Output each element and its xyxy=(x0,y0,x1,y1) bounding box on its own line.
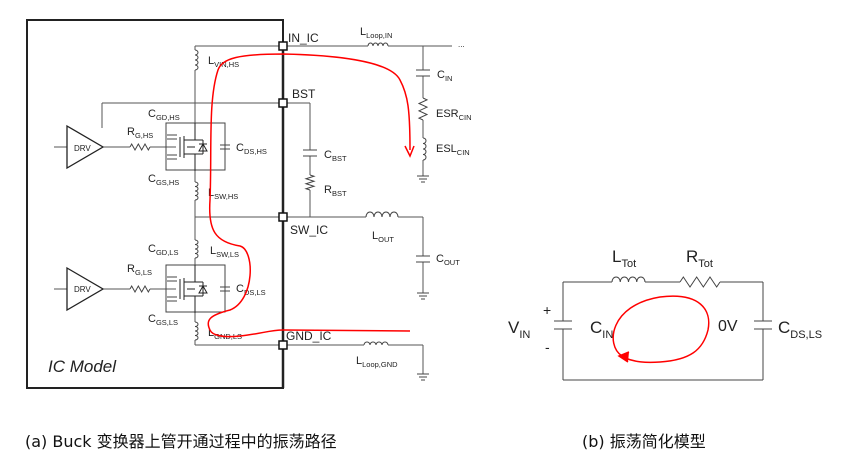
label-c-gs-ls: CGS,LS xyxy=(148,313,178,327)
capacitor-c-gs-hs xyxy=(167,154,177,160)
inductor-l-sw-hs xyxy=(194,181,199,201)
resistor-r-tot xyxy=(679,276,721,288)
oscillation-arrowhead-b xyxy=(617,351,630,363)
label-l-sw-ls: LSW,LS xyxy=(210,245,239,259)
pin-in-ic xyxy=(278,41,288,51)
resistor-r-g-ls xyxy=(129,284,151,294)
body-diode-hs-icon xyxy=(198,142,208,152)
capacitor-c-bst xyxy=(303,149,317,157)
pin-sw-ic xyxy=(278,212,288,222)
oscillation-arrowhead-a xyxy=(404,145,415,158)
label-c-gd-ls: CGD,LS xyxy=(148,243,178,257)
inductor-l-out xyxy=(365,211,399,218)
resistor-r-g-hs xyxy=(129,142,151,152)
capacitor-c-ds-ls xyxy=(220,286,230,292)
inductor-l-loop-in xyxy=(367,42,389,47)
resistor-r-bst xyxy=(304,174,316,191)
caption-b: (b) 振荡简化模型 xyxy=(582,432,706,451)
driver-hs-label: DRV xyxy=(74,144,91,153)
continuation-ellipsis: ... xyxy=(458,40,465,49)
label-c-bst: CBST xyxy=(324,149,347,163)
pin-bst-label: BST xyxy=(292,87,316,101)
label-esr-cin: ESRCIN xyxy=(436,108,472,122)
label-c-in: CIN xyxy=(590,318,613,341)
oscillation-path-b xyxy=(612,295,710,364)
label-c-in: CIN xyxy=(437,69,452,83)
label-r-tot: RTot xyxy=(686,247,713,270)
driver-hs-icon xyxy=(66,124,105,170)
inductor-l-tot xyxy=(611,276,646,283)
label-c-gd-hs: CGD,HS xyxy=(148,108,180,122)
inductor-l-gnd-ls xyxy=(194,321,199,341)
pin-in-ic-label: IN_IC xyxy=(288,31,319,45)
label-r-g-ls: RG,LS xyxy=(127,263,152,277)
label-c-ds-hs: CDS,HS xyxy=(236,142,267,156)
label-c-out: COUT xyxy=(436,253,460,267)
capacitor-c-gd-ls xyxy=(167,276,177,282)
mosfet-hs-icon xyxy=(179,123,204,171)
capacitor-c-in xyxy=(416,69,430,77)
label-l-out: LOUT xyxy=(372,230,394,244)
label-c-ds-ls: CDS,LS xyxy=(778,318,822,341)
capacitor-c-gs-ls xyxy=(167,296,177,302)
label-esl-cin: ESLCIN xyxy=(436,143,470,157)
vin-plus-sign: + xyxy=(543,302,551,318)
pin-sw-ic-label: SW_IC xyxy=(290,223,328,237)
oscillation-path-a xyxy=(207,53,411,338)
capacitor-c-out xyxy=(416,255,430,263)
driver-ls-icon xyxy=(66,266,105,312)
ground-loop-gnd-icon xyxy=(417,373,429,381)
label-l-tot: LTot xyxy=(612,247,636,270)
pin-bst xyxy=(278,98,288,108)
zero-volt-label: 0V xyxy=(718,318,738,335)
caption-a: (a) Buck 变换器上管开通过程中的振荡路径 xyxy=(25,432,337,451)
label-v-in: VIN xyxy=(508,318,530,341)
capacitor-c-ds-hs xyxy=(220,144,230,150)
inductor-l-vin-hs xyxy=(194,49,199,71)
body-diode-ls-icon xyxy=(198,284,208,294)
ic-model-label: IC Model xyxy=(48,357,117,376)
ground-cin-icon xyxy=(417,175,429,183)
label-l-loop-gnd: LLoop,GND xyxy=(356,355,398,369)
pin-gnd-ic xyxy=(278,340,288,350)
resistor-esr-cin xyxy=(417,97,429,121)
inductor-l-loop-gnd xyxy=(363,341,389,346)
label-c-gs-hs: CGS,HS xyxy=(148,173,179,187)
label-c-ds-ls: CDS,LS xyxy=(236,283,266,297)
inductor-esl-cin xyxy=(422,137,427,161)
label-l-loop-in: LLoop,IN xyxy=(360,26,392,40)
label-r-g-hs: RG,HS xyxy=(127,126,153,140)
inductor-l-sw-ls xyxy=(194,239,199,259)
ic-model-box xyxy=(26,19,284,389)
label-l-vin-hs: LVIN,HS xyxy=(208,55,239,69)
driver-ls-label: DRV xyxy=(74,285,91,294)
vin-minus-sign: - xyxy=(545,339,550,355)
ground-cout-icon xyxy=(417,292,429,300)
capacitor-c-ds-ls xyxy=(754,320,772,330)
label-r-bst: RBST xyxy=(324,184,347,198)
label-l-sw-hs: LSW,HS xyxy=(208,187,238,201)
mosfet-ls-icon xyxy=(179,265,204,313)
pin-gnd-ic-label: GND_IC xyxy=(286,329,332,343)
capacitor-c-gd-hs xyxy=(167,134,177,140)
capacitor-v-in-c-in xyxy=(554,320,572,330)
